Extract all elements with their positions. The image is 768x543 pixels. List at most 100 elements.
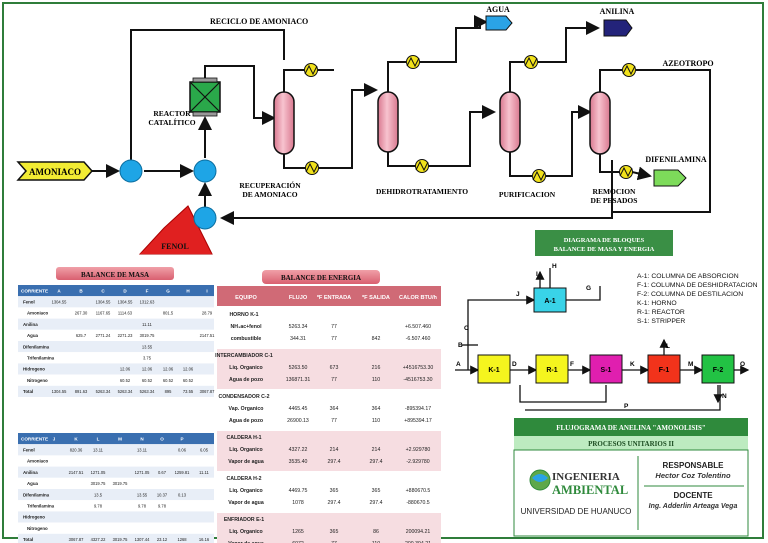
docente-label: DOCENTE: [673, 491, 713, 500]
mass-cell: 9.78: [138, 504, 147, 509]
stream-p: P: [624, 403, 629, 410]
mass-cell: 1312.63: [140, 300, 156, 305]
mass-cell: 1271.05: [91, 470, 107, 475]
mass-cell: 16.16: [199, 537, 210, 542]
mass-balance-title: BALANCE DE MASA: [81, 271, 149, 279]
energy-section-name: ENFRIADOR E-1: [224, 517, 264, 523]
stream-d: D: [512, 361, 517, 368]
energy-section-name: CALDERA H-2: [227, 476, 262, 482]
mass-header-cell: D: [123, 289, 127, 294]
mass-cell: 60.52: [120, 378, 131, 383]
energy-cell: Liq. Organico: [229, 447, 262, 453]
mass-cell: 3067.87: [200, 389, 216, 394]
pipe-col4-bottom: [599, 152, 620, 173]
mass-header-cell: O: [160, 437, 164, 442]
leaf-logo-icon: [532, 474, 548, 482]
mass-cell: 1114.63: [118, 311, 133, 316]
energy-cell: 842: [372, 336, 381, 342]
mass-header-cell: L: [97, 437, 100, 442]
stream-i: I: [536, 271, 538, 278]
mass-cell: 12.06: [142, 367, 153, 372]
energy-section: [217, 349, 441, 389]
mass-cell: 0.67: [158, 470, 167, 475]
reactor-label-1: REACTOR: [153, 109, 191, 118]
energy-cell: 5263.34: [289, 324, 308, 330]
energy-section: [217, 431, 441, 471]
legend-f1: F-1: COLUMNA DE DESHIDRATACION: [637, 282, 758, 289]
energy-cell: 77: [331, 324, 337, 330]
logo-word-1: INGENIERIA: [552, 471, 620, 483]
energy-cell: 214: [372, 447, 381, 453]
pump-1: [193, 159, 217, 183]
mass-header-cell: J: [53, 437, 56, 442]
mass-cell: 13.55: [137, 492, 148, 497]
block-k1-label: K-1: [488, 367, 499, 374]
energy-section: [217, 513, 441, 543]
mass-cell: 28.79: [202, 311, 213, 316]
energy-cell: 26900.13: [287, 418, 309, 424]
energy-cell: -895394.17: [405, 406, 431, 412]
legend-a1: A-1: COLUMNA DE ABSORCION: [637, 273, 739, 280]
energy-cell: 77: [331, 377, 337, 383]
energy-section-name: CALDERA H-1: [227, 435, 262, 441]
energy-cell: 136871.31: [286, 377, 311, 383]
energy-cell: 77: [331, 418, 337, 424]
mass-cell: Agua: [27, 333, 39, 338]
block-s1: [589, 354, 623, 384]
mass-cell: Amoniaco: [27, 311, 49, 316]
energy-cell: Liq. Organico: [229, 488, 262, 494]
energy-cell: 86: [373, 529, 379, 535]
mass-header-cell: CORRIENTE: [21, 289, 48, 294]
energy-cell: 4469.75: [289, 488, 308, 494]
energy-cell: 364: [330, 406, 339, 412]
mass-cell: Nitrogeno: [27, 526, 48, 531]
energy-header-cell: FLUJO: [289, 295, 308, 301]
pipe-col2-col3: [428, 105, 496, 167]
energy-cell: 297.4: [370, 459, 383, 465]
energy-cell: 4465.45: [289, 406, 308, 412]
responsable-label: RESPONSABLE: [663, 461, 725, 470]
block-diagram-title-box: [535, 230, 673, 256]
fenol-label: FENOL: [161, 242, 189, 251]
mass-cell: 13.55: [142, 344, 153, 349]
energy-cell: 1078: [292, 500, 304, 506]
mass-cell: 2771.24: [96, 333, 112, 338]
mass-cell: Difenilamina: [23, 492, 50, 497]
energy-cell: 214: [330, 447, 339, 453]
energy-cell: 1265: [292, 529, 304, 535]
recuperacion-label-2: DE AMONIACO: [242, 190, 297, 199]
recuperacion-label-1: RECUPERACIÓN: [239, 180, 301, 190]
energy-header-cell: ºF ENTRADA: [317, 295, 351, 301]
mass-cell: Trifenilamina: [27, 504, 55, 509]
stream-o: O: [740, 361, 745, 368]
mass-cell: Trifenilamina: [27, 356, 55, 361]
agua-product: AGUA: [485, 5, 513, 31]
block-f2-label: F-2: [713, 367, 724, 374]
mass-cell: 2147.51: [69, 470, 85, 475]
energy-cell: 365: [372, 488, 381, 494]
pipe-col3-col4: [546, 105, 592, 177]
recycle-label: RECICLO DE AMONIACO: [210, 17, 308, 26]
azeotropo-label: AZEOTROPO: [662, 59, 713, 68]
energy-cell: 297.4: [370, 500, 383, 506]
mass-header-cell: M: [118, 437, 122, 442]
mass-cell: 3019.75: [113, 481, 129, 486]
mass-header-cell: F: [146, 289, 149, 294]
mass-cell: 891.63: [75, 389, 88, 394]
pipe-reactor-recovery: [204, 65, 276, 125]
mass-cell: Fenol: [23, 448, 35, 453]
mass-cell: Total: [23, 537, 33, 542]
energy-section-name: HORNO K-1: [229, 312, 258, 318]
energy-header-cell: CALOR BTU/h: [399, 295, 437, 301]
mass-cell: 3019.75: [113, 537, 129, 542]
energy-cell: Agua de pozo: [229, 418, 263, 424]
block-f1: [647, 354, 681, 384]
mass-cell: 4327.22: [91, 537, 107, 542]
energy-cell: 365: [330, 488, 339, 494]
mass-cell: 1167.65: [96, 311, 111, 316]
pipe-col4-top: [599, 69, 622, 92]
responsable-name: Hector Coz Tolentino: [655, 471, 731, 480]
mass-table-row: [18, 522, 214, 534]
legend-f2: F-2: COLUMNA DE DESTILACION: [637, 291, 743, 298]
subtitle-bar: [514, 436, 748, 450]
